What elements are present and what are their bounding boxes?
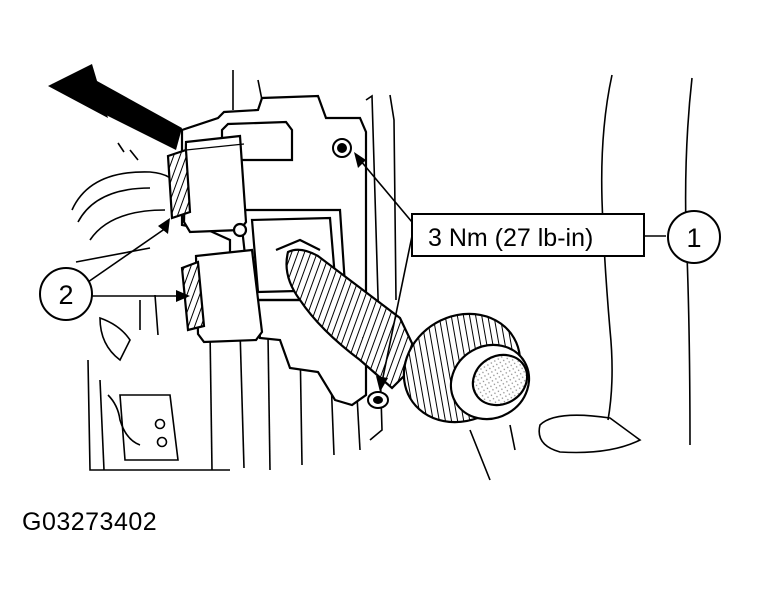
- item-2-leader-lines: [87, 227, 184, 297]
- item-2-number: 2: [58, 280, 73, 310]
- retaining-screw-lower: [367, 391, 389, 409]
- upper-electrical-connector: [166, 134, 248, 234]
- item-2-arrowheads: [158, 218, 190, 302]
- left-bracket: [71, 142, 179, 448]
- item-1-balloon: 1: [667, 210, 721, 264]
- retaining-screw-upper: [332, 138, 352, 158]
- item-1-number: 1: [686, 223, 701, 253]
- figure-id: G03273402: [22, 508, 158, 536]
- leader-arrowheads: [354, 152, 388, 392]
- view-direction-arrow-icon: [48, 64, 182, 150]
- torque-callout-box: [411, 213, 645, 257]
- lever-knurled-knob: [402, 312, 531, 424]
- item-2-balloon: 2: [39, 267, 93, 321]
- torque-callout: 3 Nm (27 lb-in): [411, 213, 645, 257]
- lower-electrical-connector: [180, 222, 264, 344]
- torque-spec-label: 3 Nm (27 lb-in): [428, 224, 593, 252]
- torque-leader-lines: [359, 159, 666, 383]
- switch-lever-stalk: [275, 238, 422, 390]
